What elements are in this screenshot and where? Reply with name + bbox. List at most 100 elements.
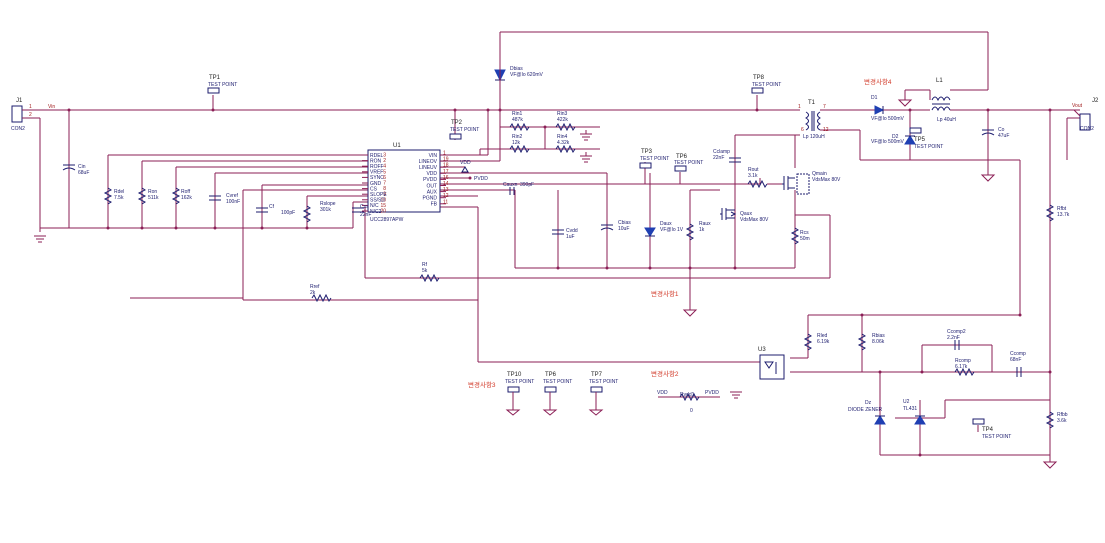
u1-right-pins: 1VIN19LINEOV18LINEUV17VDD16PVDD14OUT13AU… [419, 151, 449, 208]
svg-text:22nF: 22nF [713, 155, 724, 161]
svg-text:D1: D1 [871, 95, 878, 101]
u1-pin-name: SYNC [370, 175, 384, 181]
capacitor-cbias[interactable]: Cbias 10uF [600, 220, 631, 232]
test-point-tp7[interactable]: TP7 TEST POINT [589, 372, 618, 410]
capacitor-cclamp[interactable]: Cclamp 22nF [713, 135, 741, 163]
svg-text:Cbias: Cbias [618, 220, 631, 226]
resistor-rin2[interactable]: Rin2 12k [509, 134, 530, 154]
svg-text:U2: U2 [903, 399, 910, 405]
u1-pin-number: 6 [383, 175, 386, 181]
svg-text:50m: 50m [800, 236, 810, 242]
svg-text:L1: L1 [936, 78, 943, 84]
test-point-tp10[interactable]: TP10 TEST POINT [505, 372, 534, 410]
capacitor-cvref[interactable]: Cvref 100nF [209, 193, 240, 205]
diode-dbias[interactable]: Dbias VF@Io 620mV [494, 60, 544, 90]
resistor-raux[interactable]: Raux 1k [685, 221, 711, 241]
j1-ref: J1 [16, 98, 23, 104]
resistor-rdel[interactable]: Rdel 7.5k [103, 187, 124, 205]
u1-pin-number: 1 [443, 151, 446, 157]
shunt-regulator-u2[interactable]: U2 TL431 [903, 399, 926, 425]
svg-text:TP5: TP5 [914, 137, 926, 143]
diode-d1[interactable]: D1 VF@Io 500mV [871, 95, 905, 122]
test-point-tp8[interactable]: TP8 TEST POINT [751, 75, 781, 94]
u1-pin-name: VREF [370, 170, 383, 176]
inductor-l1[interactable]: L1 Lp 40uH [931, 78, 956, 123]
resistor-ron[interactable]: Ron 511k [137, 187, 159, 205]
connector-j1[interactable]: J1 CON2 1 2 Vin [11, 98, 55, 132]
capacitor-ccomp[interactable]: Ccomp 68nF [1010, 351, 1026, 377]
test-point-tp5[interactable]: TP5 TEST POINT [909, 127, 943, 150]
mosfet-qmain[interactable]: Qmain VdsMax 80V [782, 171, 841, 195]
vdd-label-bottom: VDD [657, 390, 668, 396]
capacitor-cf[interactable]: Cf 100pF [256, 204, 295, 216]
test-point-tp6-top[interactable]: TP6 TEST POINT [674, 154, 703, 172]
resistor-rref[interactable]: Rref 2k [310, 284, 332, 303]
svg-text:TEST POINT: TEST POINT [640, 156, 669, 162]
svg-text:Css: Css [360, 204, 369, 210]
u1-pin-name: AUX [427, 189, 438, 195]
resistor-rout[interactable]: Rout 3.1k [747, 167, 782, 189]
test-point-tp1[interactable]: TP1 TEST POINT [207, 75, 237, 94]
svg-text:Rdel: Rdel [114, 189, 124, 195]
resistor-rin3[interactable]: Rin3 422k [555, 111, 576, 132]
svg-text:47uF: 47uF [998, 133, 1009, 139]
svg-text:Rin1: Rin1 [512, 111, 523, 117]
svg-text:68nF: 68nF [1010, 357, 1021, 363]
capacitor-co[interactable]: Co 47uF [981, 127, 1009, 139]
mosfet-qaux[interactable]: Qaux VdsMax 80V [720, 208, 769, 223]
u1-pin-name: OUT [426, 183, 437, 189]
svg-text:Lp 40uH: Lp 40uH [937, 117, 956, 123]
svg-text:TEST POINT: TEST POINT [543, 379, 572, 385]
resistor-rvdd1[interactable]: Rvdd1 0 [679, 392, 700, 414]
capacitor-ccomp2[interactable]: Ccomp2 2.2nF [947, 329, 966, 350]
capacitor-cvdd[interactable]: Cvdd 1uF [552, 228, 578, 240]
svg-text:Ron: Ron [148, 189, 157, 195]
optocoupler-u3[interactable]: U3 [758, 347, 785, 380]
transformer-t1[interactable]: T1 Lp 120uH 1 6 7 12 [798, 100, 829, 140]
resistor-rcomp[interactable]: Rcomp 6.17k [954, 358, 975, 377]
resistor-rin1[interactable]: Rin1 487k [509, 111, 530, 132]
svg-text:TEST POINT: TEST POINT [589, 379, 618, 385]
test-point-tp6-bottom[interactable]: TP6 TEST POINT [543, 372, 572, 410]
resistor-rin4[interactable]: Rin4 4.32k [555, 134, 576, 154]
resistor-rfbt[interactable]: Rfbt 13.7k [1045, 204, 1070, 222]
resistor-rslope[interactable]: Rslope 301k [302, 201, 336, 223]
resistor-rcs[interactable]: Rcs 50m [790, 227, 810, 245]
u1-pin-number: 14 [443, 181, 449, 187]
resistor-rled[interactable]: Rled 6.19k [803, 333, 830, 351]
u1-pin-number: 4 [383, 164, 386, 170]
svg-text:Rcomp: Rcomp [955, 358, 971, 364]
test-point-tp2[interactable]: TP2 TEST POINT [449, 120, 479, 140]
zener-dz[interactable]: Dz DIODE ZENER [848, 400, 886, 425]
u1-pin-name: N/C [370, 203, 379, 209]
capacitor-cauxn[interactable]: Cauxn 390pF [503, 182, 534, 195]
resistor-rbias[interactable]: Rbias 8.06k [857, 333, 885, 351]
ic-u1[interactable]: U1 UCC2897APW 3RDEL2RON4ROFF5VREF6SYNC7G… [362, 143, 449, 223]
resistor-rfbb[interactable]: Rfbb 3.6k [1045, 411, 1068, 429]
svg-text:7: 7 [823, 104, 826, 110]
svg-text:VdsMax 80V: VdsMax 80V [740, 217, 769, 223]
u1-part: UCC2897APW [370, 217, 404, 223]
svg-text:TP6: TP6 [545, 372, 557, 378]
resistor-roff[interactable]: Roff 162k [171, 187, 192, 205]
test-point-tp3[interactable]: TP3 TEST POINT [639, 149, 669, 169]
u1-pin-name: N/C2 [370, 209, 382, 215]
svg-text:TEST POINT: TEST POINT [208, 82, 237, 88]
j2-value: CON2 [1080, 126, 1094, 132]
svg-text:Rout: Rout [748, 167, 759, 173]
svg-text:8.06k: 8.06k [872, 339, 885, 345]
svg-text:162k: 162k [181, 195, 192, 201]
capacitor-css[interactable]: Css 22nF [352, 204, 371, 218]
svg-text:Rref: Rref [310, 284, 320, 290]
test-point-tp4[interactable]: TP4 TEST POINT [972, 418, 1011, 440]
diode-daux[interactable]: Daux VF@Io 1V [644, 221, 684, 237]
capacitor-cin[interactable]: Cin 68uF [62, 164, 89, 176]
resistor-rf[interactable]: Rf 5k [419, 262, 440, 283]
u1-pin-number: 2 [383, 158, 386, 164]
diode-d2[interactable]: D2 VF@Io 500mV [871, 134, 916, 145]
u1-pin-number: 16 [443, 175, 449, 181]
svg-text:Rcs: Rcs [800, 230, 809, 236]
svg-text:Cclamp: Cclamp [713, 149, 730, 155]
connector-j2[interactable]: J2 CON2 Vout [1072, 98, 1099, 132]
svg-text:13.7k: 13.7k [1057, 212, 1070, 218]
